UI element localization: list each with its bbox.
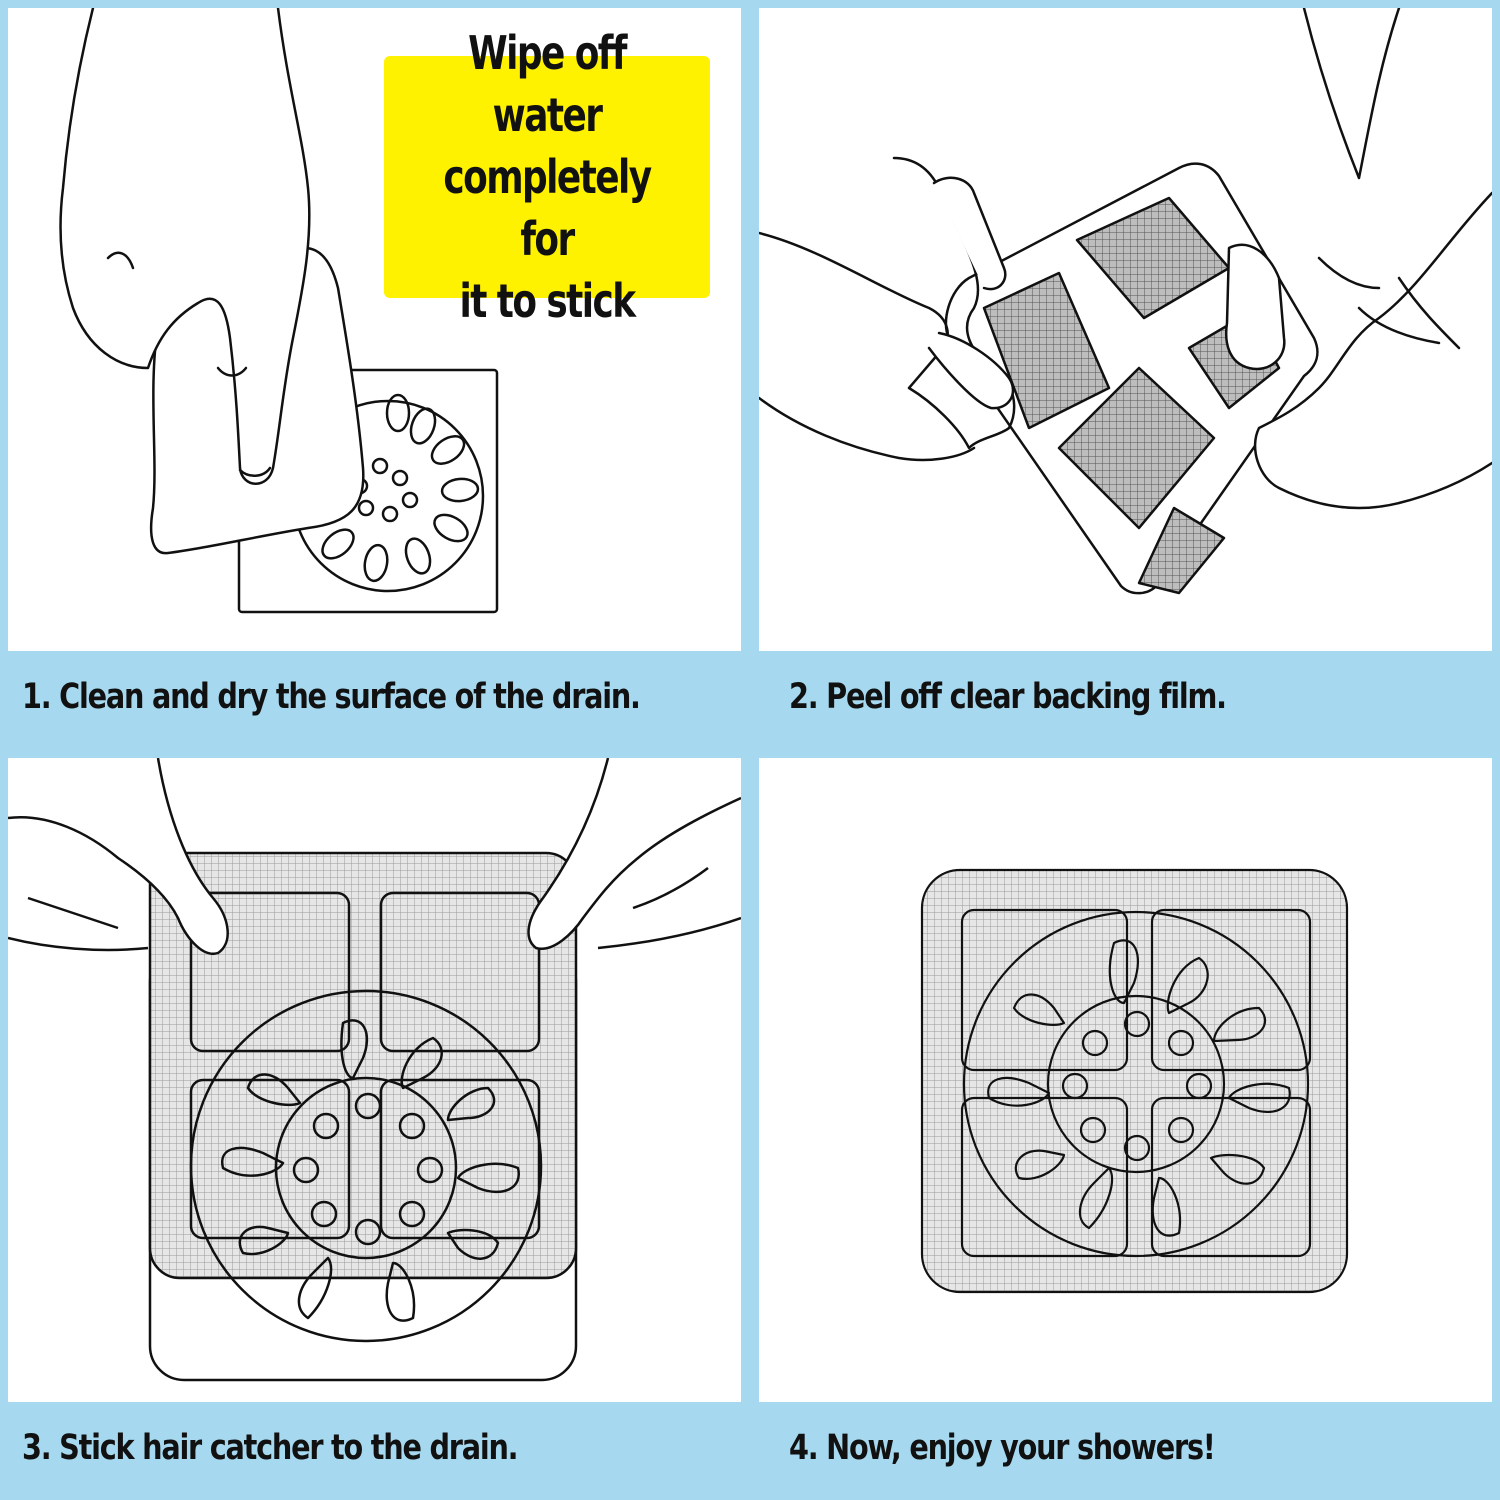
step-4-caption: 4. Now, enjoy your showers! xyxy=(789,1403,1215,1493)
callout-text: Wipe off water completely for it to stic… xyxy=(420,22,674,332)
step-3-caption: 3. Stick hair catcher to the drain. xyxy=(22,1403,517,1493)
finished-catcher-illustration xyxy=(759,758,1492,1402)
right-hand xyxy=(529,758,741,949)
step-2-caption: 2. Peel off clear backing film. xyxy=(789,652,1226,742)
peel-film-illustration xyxy=(759,8,1492,651)
wipe-water-callout: Wipe off water completely for it to stic… xyxy=(384,56,710,298)
step-1-caption: 1. Clean and dry the surface of the drai… xyxy=(22,652,640,742)
step-4-illustration-panel xyxy=(759,758,1492,1402)
installed-hair-catcher xyxy=(922,870,1347,1292)
step-3-illustration-panel xyxy=(8,758,741,1402)
stick-catcher-illustration xyxy=(8,758,741,1402)
step-1-illustration-panel: Wipe off water completely for it to stic… xyxy=(8,8,741,651)
step-2-illustration-panel xyxy=(759,8,1492,651)
